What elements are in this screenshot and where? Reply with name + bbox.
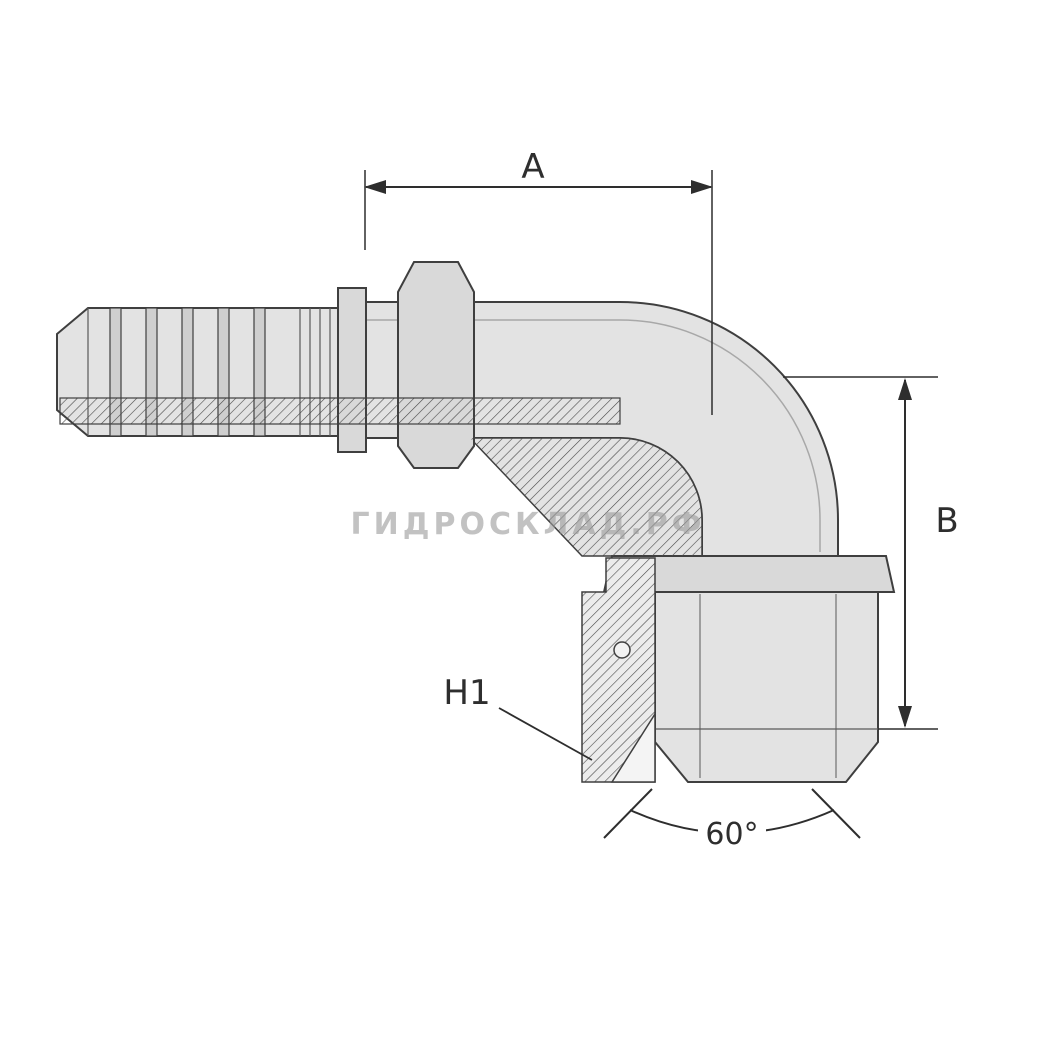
dimension-a: A <box>364 147 713 415</box>
watermark-text: ГИДРОСКЛАД.РФ <box>351 507 706 542</box>
angle-label: 60° <box>705 817 758 852</box>
dim-b-arrow-bottom <box>898 706 912 728</box>
nut-section-hatch <box>581 557 656 783</box>
bore-section-strip <box>59 397 621 425</box>
dim-a-label: A <box>521 147 544 187</box>
oring-detail <box>613 641 631 659</box>
barb-grooves <box>109 307 266 437</box>
dim-a-arrow-right <box>691 180 713 194</box>
hex-collar <box>397 261 475 469</box>
section-hatching <box>59 397 702 783</box>
gusset-hatch <box>470 438 702 556</box>
dim-a-arrow-left <box>364 180 386 194</box>
dim-b-label: B <box>935 501 958 541</box>
dim-h1-label: H1 <box>443 673 490 713</box>
h1-leader-line <box>498 707 593 761</box>
dimension-b: B <box>783 376 959 730</box>
nut-body <box>654 591 879 783</box>
cone-angle-annotation: 60° <box>603 788 861 852</box>
collar <box>337 261 475 469</box>
swivel-nut <box>602 555 896 783</box>
fitting-body <box>56 261 896 783</box>
angle-tick-right <box>811 788 861 839</box>
step-ring <box>337 287 367 453</box>
angle-tick-left <box>603 788 653 839</box>
angle-label-mask <box>698 814 766 850</box>
dim-b-arrow-top <box>898 378 912 400</box>
elbow-highlight-line <box>360 319 821 552</box>
h1-callout: H1 <box>443 673 593 761</box>
cone-seat-section <box>610 711 656 783</box>
